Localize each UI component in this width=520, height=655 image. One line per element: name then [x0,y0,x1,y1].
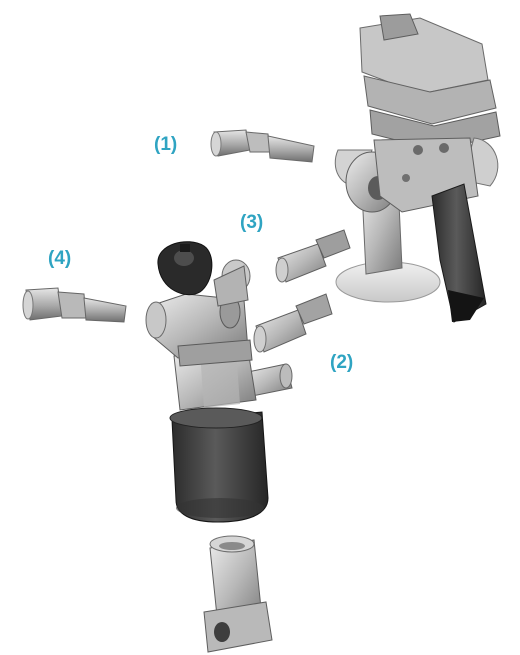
valve-top-knob [157,241,213,296]
valve-collar [177,339,253,367]
part-2-short-fitting [253,293,333,353]
callout-label-3: (3) [240,212,263,233]
bolt-detail [402,174,410,182]
top-block-middle [363,75,497,125]
bolt-detail [439,143,449,153]
callout-label-4: (4) [48,248,71,269]
central-valve-assembly [145,241,293,523]
part-1-tapered-connector [210,129,315,163]
callout-label-2: (2) [330,352,353,373]
callout-label-1: (1) [154,134,177,155]
bottom-elbow-fitting [203,535,273,653]
part-4-long-connector [22,287,127,323]
upper-bracket-assembly [334,13,501,323]
bolt-detail [413,145,423,155]
top-block-face [379,13,419,41]
part-3-short-fitting [275,229,351,283]
gripper-jaw-tip [448,290,484,322]
